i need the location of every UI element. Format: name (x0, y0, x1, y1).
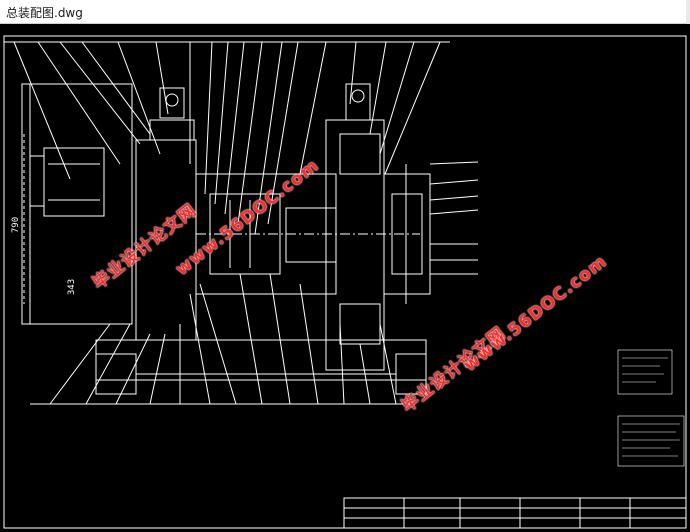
leader-line (369, 41, 387, 135)
leader-line (117, 41, 161, 155)
center-height-dimension: 343 (67, 278, 78, 296)
leader-line (254, 41, 283, 235)
technical-notes-block (617, 349, 673, 395)
right-lifting-handle (345, 83, 371, 121)
leader-line (85, 323, 131, 405)
leader-line (199, 283, 237, 405)
leader-line (239, 273, 263, 405)
title-bar: 总装配图.dwg (0, 0, 690, 24)
end-cover (383, 173, 431, 295)
leader-line (429, 161, 479, 165)
leader-line (429, 195, 479, 201)
leader-line (49, 323, 111, 405)
title-block (343, 497, 687, 529)
leader-line (224, 41, 245, 215)
leader-line (299, 283, 319, 405)
leader-line (429, 179, 479, 185)
title-bar-edge (686, 0, 690, 24)
leader-line (149, 333, 166, 405)
requirements-block (617, 415, 685, 467)
leader-line (115, 333, 151, 405)
leader-line (204, 41, 213, 195)
leader-line (299, 41, 327, 175)
leader-line (13, 41, 71, 180)
leader-line (214, 41, 229, 205)
assembly-drawing (3, 35, 687, 529)
column-frame (21, 83, 133, 325)
overall-height-dimension: 790 (11, 216, 22, 234)
drawing-canvas[interactable]: 790 343 毕业设计论文网 www.56DOC.com 毕业设计论文网 ww… (0, 24, 690, 532)
leader-line (189, 293, 211, 405)
leader-line (81, 41, 151, 135)
leader-line (429, 209, 479, 215)
leader-line (379, 41, 415, 155)
window-title: 总装配图.dwg (6, 6, 83, 20)
left-lifting-handle (159, 87, 185, 119)
motor-body (43, 147, 105, 217)
leader-line (155, 41, 169, 115)
leader-line (384, 41, 441, 175)
leader-line (359, 343, 371, 405)
leader-line (37, 41, 121, 165)
motor-cap (29, 155, 45, 207)
leader-line (59, 41, 141, 145)
leader-line (269, 273, 291, 405)
leader-line (339, 323, 345, 405)
right-gear-housing (325, 119, 385, 371)
leader-line (349, 41, 357, 105)
leader-line (379, 323, 397, 405)
